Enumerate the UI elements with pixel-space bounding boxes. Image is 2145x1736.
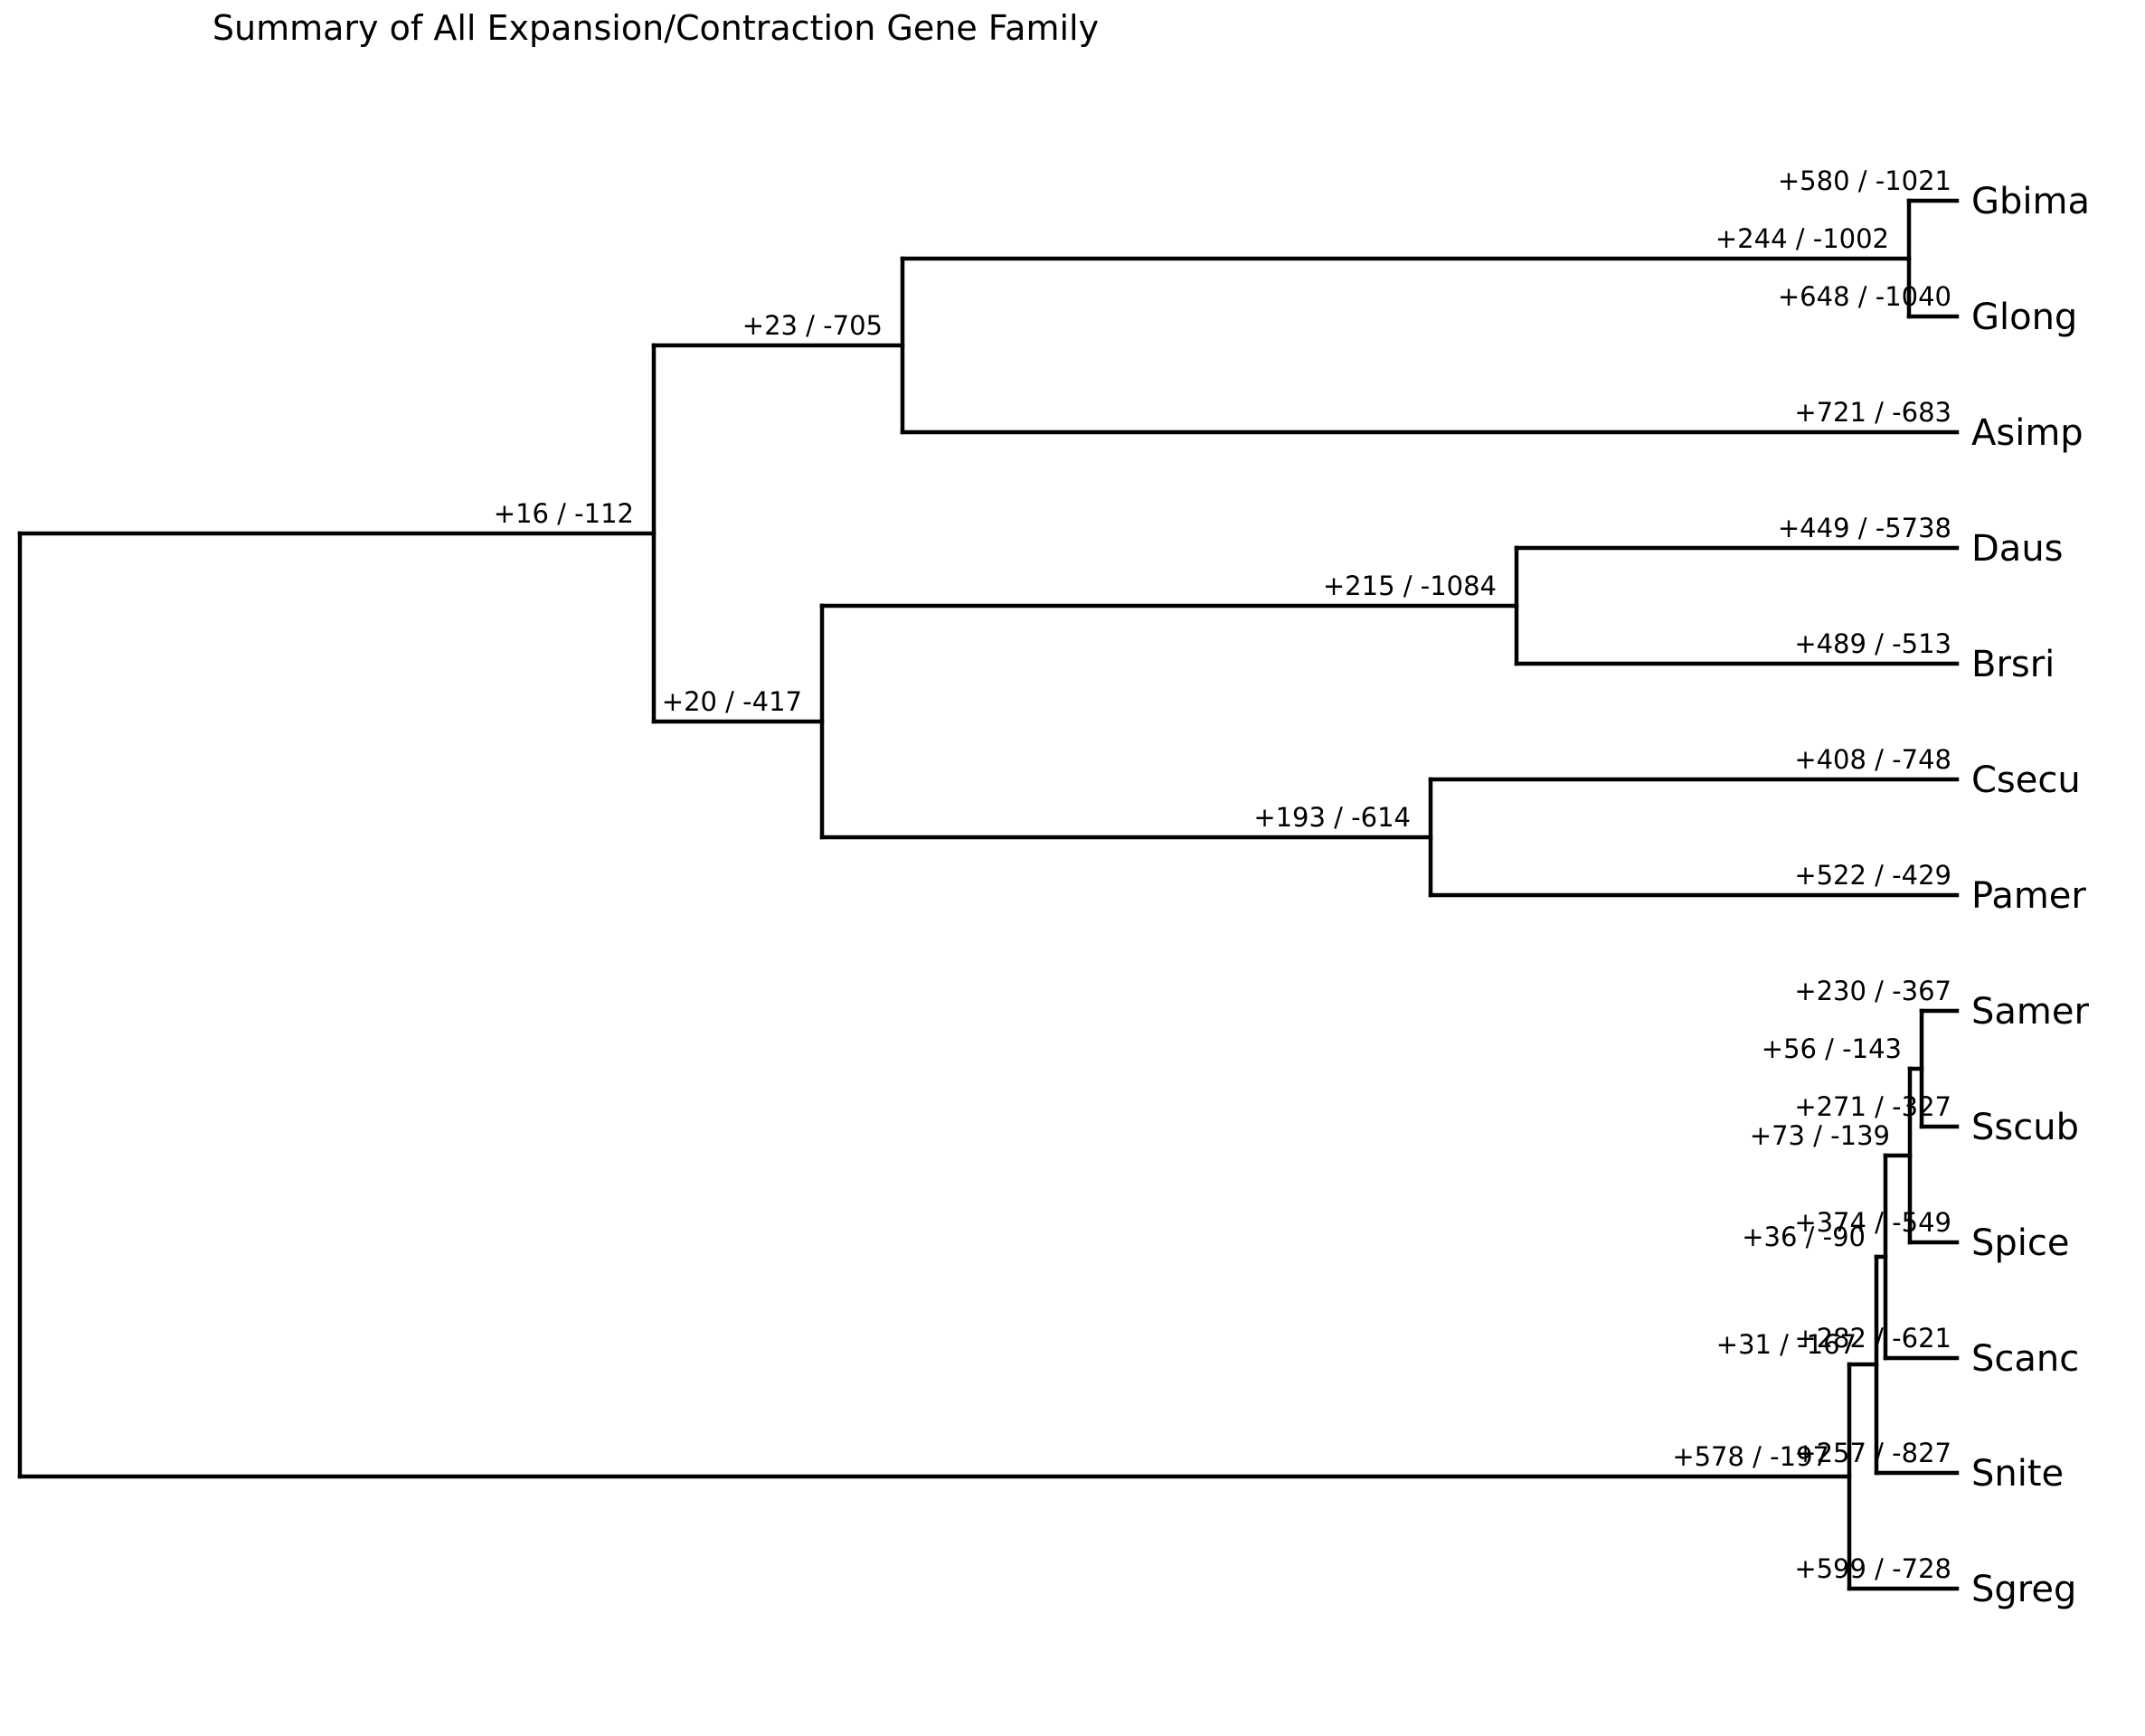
node-215-1084-label: +215 / -1084 <box>1323 571 1497 601</box>
tip-branch-label-samer: +230 / -367 <box>1794 976 1951 1006</box>
tip-branch-label-snite: +257 / -827 <box>1794 1438 1951 1468</box>
tip-name-scanc: Scanc <box>1971 1338 2079 1380</box>
node-578-197-label: +578 / -197 <box>1672 1441 1829 1472</box>
tip-branch-label-asimp: +721 / -683 <box>1794 397 1951 428</box>
tip-branch-label-brsri: +489 / -513 <box>1794 628 1951 659</box>
tip-name-samer: Samer <box>1971 991 2089 1033</box>
node-20-417-label: +20 / -417 <box>662 686 802 717</box>
tip-name-brsri: Brsri <box>1971 644 2055 685</box>
tip-branch-label-gbima: +580 / -1021 <box>1778 165 1951 196</box>
tip-name-gbima: Gbima <box>1971 181 2090 222</box>
figure-title: Summary of All Expansion/Contraction Gen… <box>213 8 1099 48</box>
tip-name-sgreg: Sgreg <box>1971 1569 2076 1610</box>
tip-branch-label-pamer: +522 / -429 <box>1794 860 1951 891</box>
tip-name-snite: Snite <box>1971 1453 2064 1495</box>
tip-name-daus: Daus <box>1971 528 2064 570</box>
tip-name-pamer: Pamer <box>1971 875 2086 917</box>
tip-name-glong: Glong <box>1971 297 2077 338</box>
tree-labels: +16 / -112 +23 / -705 +244 / -1002 +20 / -4… <box>494 165 2090 1610</box>
tip-name-asimp: Asimp <box>1971 412 2084 454</box>
tree-branches <box>17 198 1960 1591</box>
tip-branch-label-daus: +449 / -5738 <box>1778 513 1951 543</box>
tip-name-csecu: Csecu <box>1971 760 2081 801</box>
tip-branch-label-scanc: +282 / -621 <box>1794 1323 1951 1354</box>
node-193-614-label: +193 / -614 <box>1253 802 1411 833</box>
tip-branch-label-sgreg: +599 / -728 <box>1794 1553 1951 1584</box>
node-56-143-label: +56 / -143 <box>1762 1033 1902 1064</box>
node-23-705-label: +23 / -705 <box>742 310 883 341</box>
node-244-1002-label: +244 / -1002 <box>1715 223 1889 254</box>
node-73-139-label: +73 / -139 <box>1750 1120 1890 1151</box>
tip-branch-label-sscub: +271 / -327 <box>1794 1091 1951 1122</box>
tip-name-sscub: Sscub <box>1971 1107 2079 1148</box>
tip-name-spice: Spice <box>1971 1222 2070 1264</box>
tip-branch-label-glong: +648 / -1040 <box>1778 281 1951 312</box>
tip-branch-label-csecu: +408 / -748 <box>1794 744 1951 775</box>
node-16-112-label: +16 / -112 <box>494 498 634 529</box>
node-36-90-label: +36 / -90 <box>1742 1222 1866 1252</box>
tip-branch-label-spice: +374 / -549 <box>1794 1207 1951 1238</box>
node-31-167-label: +31 / -167 <box>1716 1329 1857 1360</box>
